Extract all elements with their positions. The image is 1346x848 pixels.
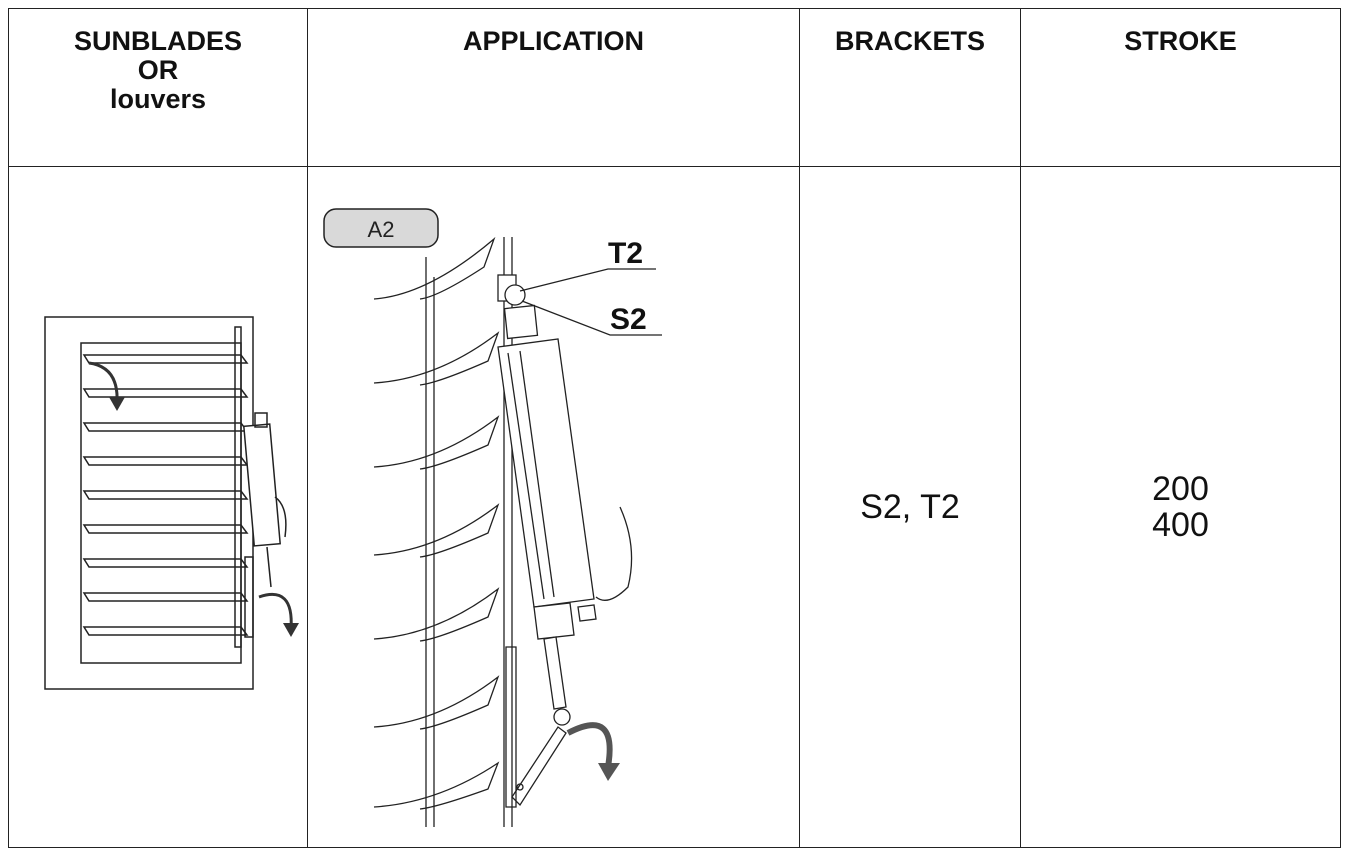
- brackets-value: S2, T2: [860, 487, 960, 526]
- header-sunblades: SUNBLADES OR louvers: [8, 8, 308, 167]
- brackets-cell: S2, T2: [799, 166, 1021, 848]
- application-tag-label: A2: [368, 217, 395, 242]
- stroke-value-1: 200: [1152, 470, 1209, 508]
- stroke-cell: 200 400: [1020, 166, 1341, 848]
- louver-slats: [82, 354, 249, 636]
- header-brackets: BRACKETS: [799, 8, 1021, 167]
- stroke-values: 200 400: [1021, 471, 1340, 543]
- header-sunblades-line-2: OR: [137, 55, 179, 85]
- header-sunblades-line-3: louvers: [109, 84, 207, 114]
- application-illustration: A2: [323, 208, 662, 827]
- louver-window-illustration: [44, 316, 299, 690]
- spec-table: SUNBLADES OR louvers APPLICATION BRACKET…: [8, 8, 1341, 848]
- application-tag: A2: [323, 208, 439, 248]
- rotate-arrow: [566, 722, 613, 768]
- callout-t2: T2: [608, 237, 643, 270]
- sunblades-cell: [8, 166, 308, 848]
- header-application: APPLICATION: [307, 8, 800, 167]
- header-stroke: STROKE: [1020, 8, 1341, 167]
- rotate-arrow-bottom: [258, 592, 293, 630]
- header-sunblades-line-1: SUNBLADES: [73, 26, 242, 56]
- window-frame: [44, 316, 254, 690]
- callout-leaders: [519, 268, 662, 336]
- application-louver-slats: [373, 236, 500, 810]
- header-row: SUNBLADES OR louvers APPLICATION BRACKET…: [8, 8, 1341, 167]
- actuator-small: [243, 412, 287, 588]
- callout-s2: S2: [610, 303, 647, 336]
- actuator-large: [497, 274, 633, 726]
- application-cell: A2: [307, 166, 800, 848]
- stroke-value-2: 400: [1152, 506, 1209, 544]
- data-row: A2: [8, 166, 1341, 848]
